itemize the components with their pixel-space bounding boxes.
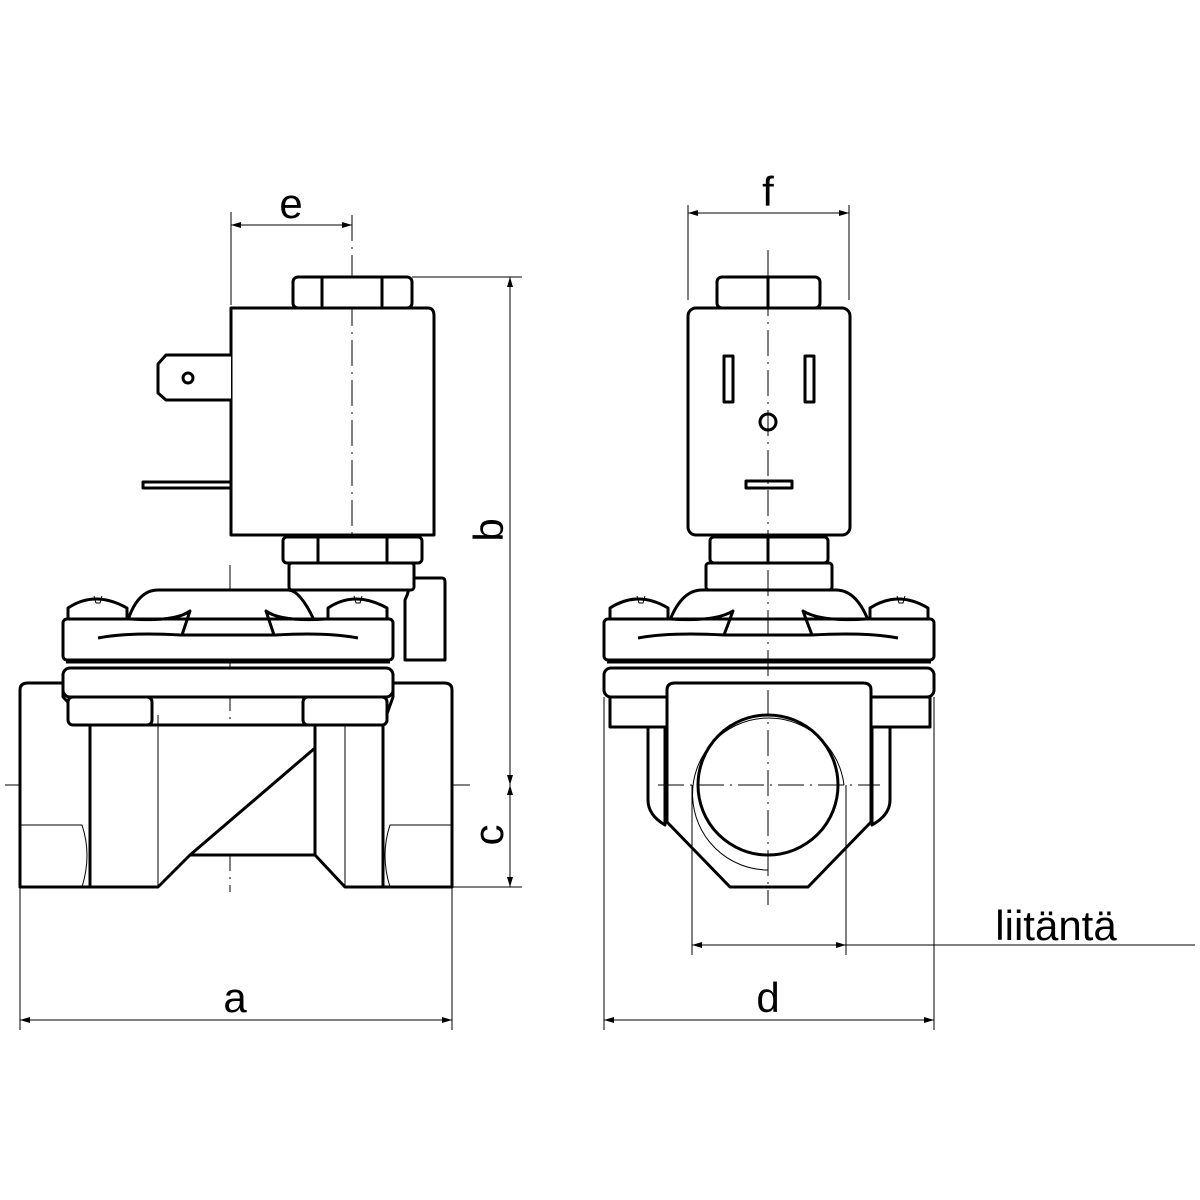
terminal-tab	[156, 353, 231, 402]
ground-pin	[141, 480, 233, 490]
side-lobe-right	[870, 725, 892, 827]
label-a: a	[223, 974, 247, 1021]
side-view: e b c a	[5, 180, 522, 1030]
left-port	[18, 681, 92, 889]
top-nut	[291, 275, 414, 310]
cover-dome	[126, 588, 316, 622]
foot-right	[869, 695, 932, 729]
coil-connector-face	[686, 306, 852, 537]
pin-slot-right	[803, 354, 816, 404]
cover-flange	[602, 617, 936, 662]
label-c: c	[465, 825, 512, 846]
label-f: f	[762, 168, 774, 215]
pin-slot-left	[722, 354, 735, 404]
ground-slot	[744, 479, 794, 490]
label-b: b	[465, 518, 512, 541]
screw-icon	[326, 597, 389, 621]
seal-ring	[61, 666, 395, 699]
cover-flange	[61, 617, 395, 662]
foot-left	[66, 695, 154, 727]
foot-right	[301, 695, 389, 727]
stem	[287, 561, 416, 592]
label-d: d	[756, 974, 779, 1021]
label-e: e	[279, 180, 302, 227]
side-lobe-left	[646, 725, 667, 827]
cover-dome	[668, 588, 870, 622]
screw-icon	[66, 597, 129, 621]
lower-nut	[281, 535, 424, 565]
screw-icon	[608, 597, 670, 621]
front-view: f liitäntä d	[602, 168, 1195, 1030]
label-connection: liitäntä	[995, 902, 1117, 949]
right-port	[381, 681, 454, 889]
terminal-hole	[181, 371, 195, 385]
lower-nut	[708, 535, 830, 565]
body	[18, 681, 454, 889]
stem	[704, 561, 834, 592]
coil	[229, 306, 436, 537]
foot-left	[608, 695, 669, 729]
screw-icon	[868, 597, 930, 621]
